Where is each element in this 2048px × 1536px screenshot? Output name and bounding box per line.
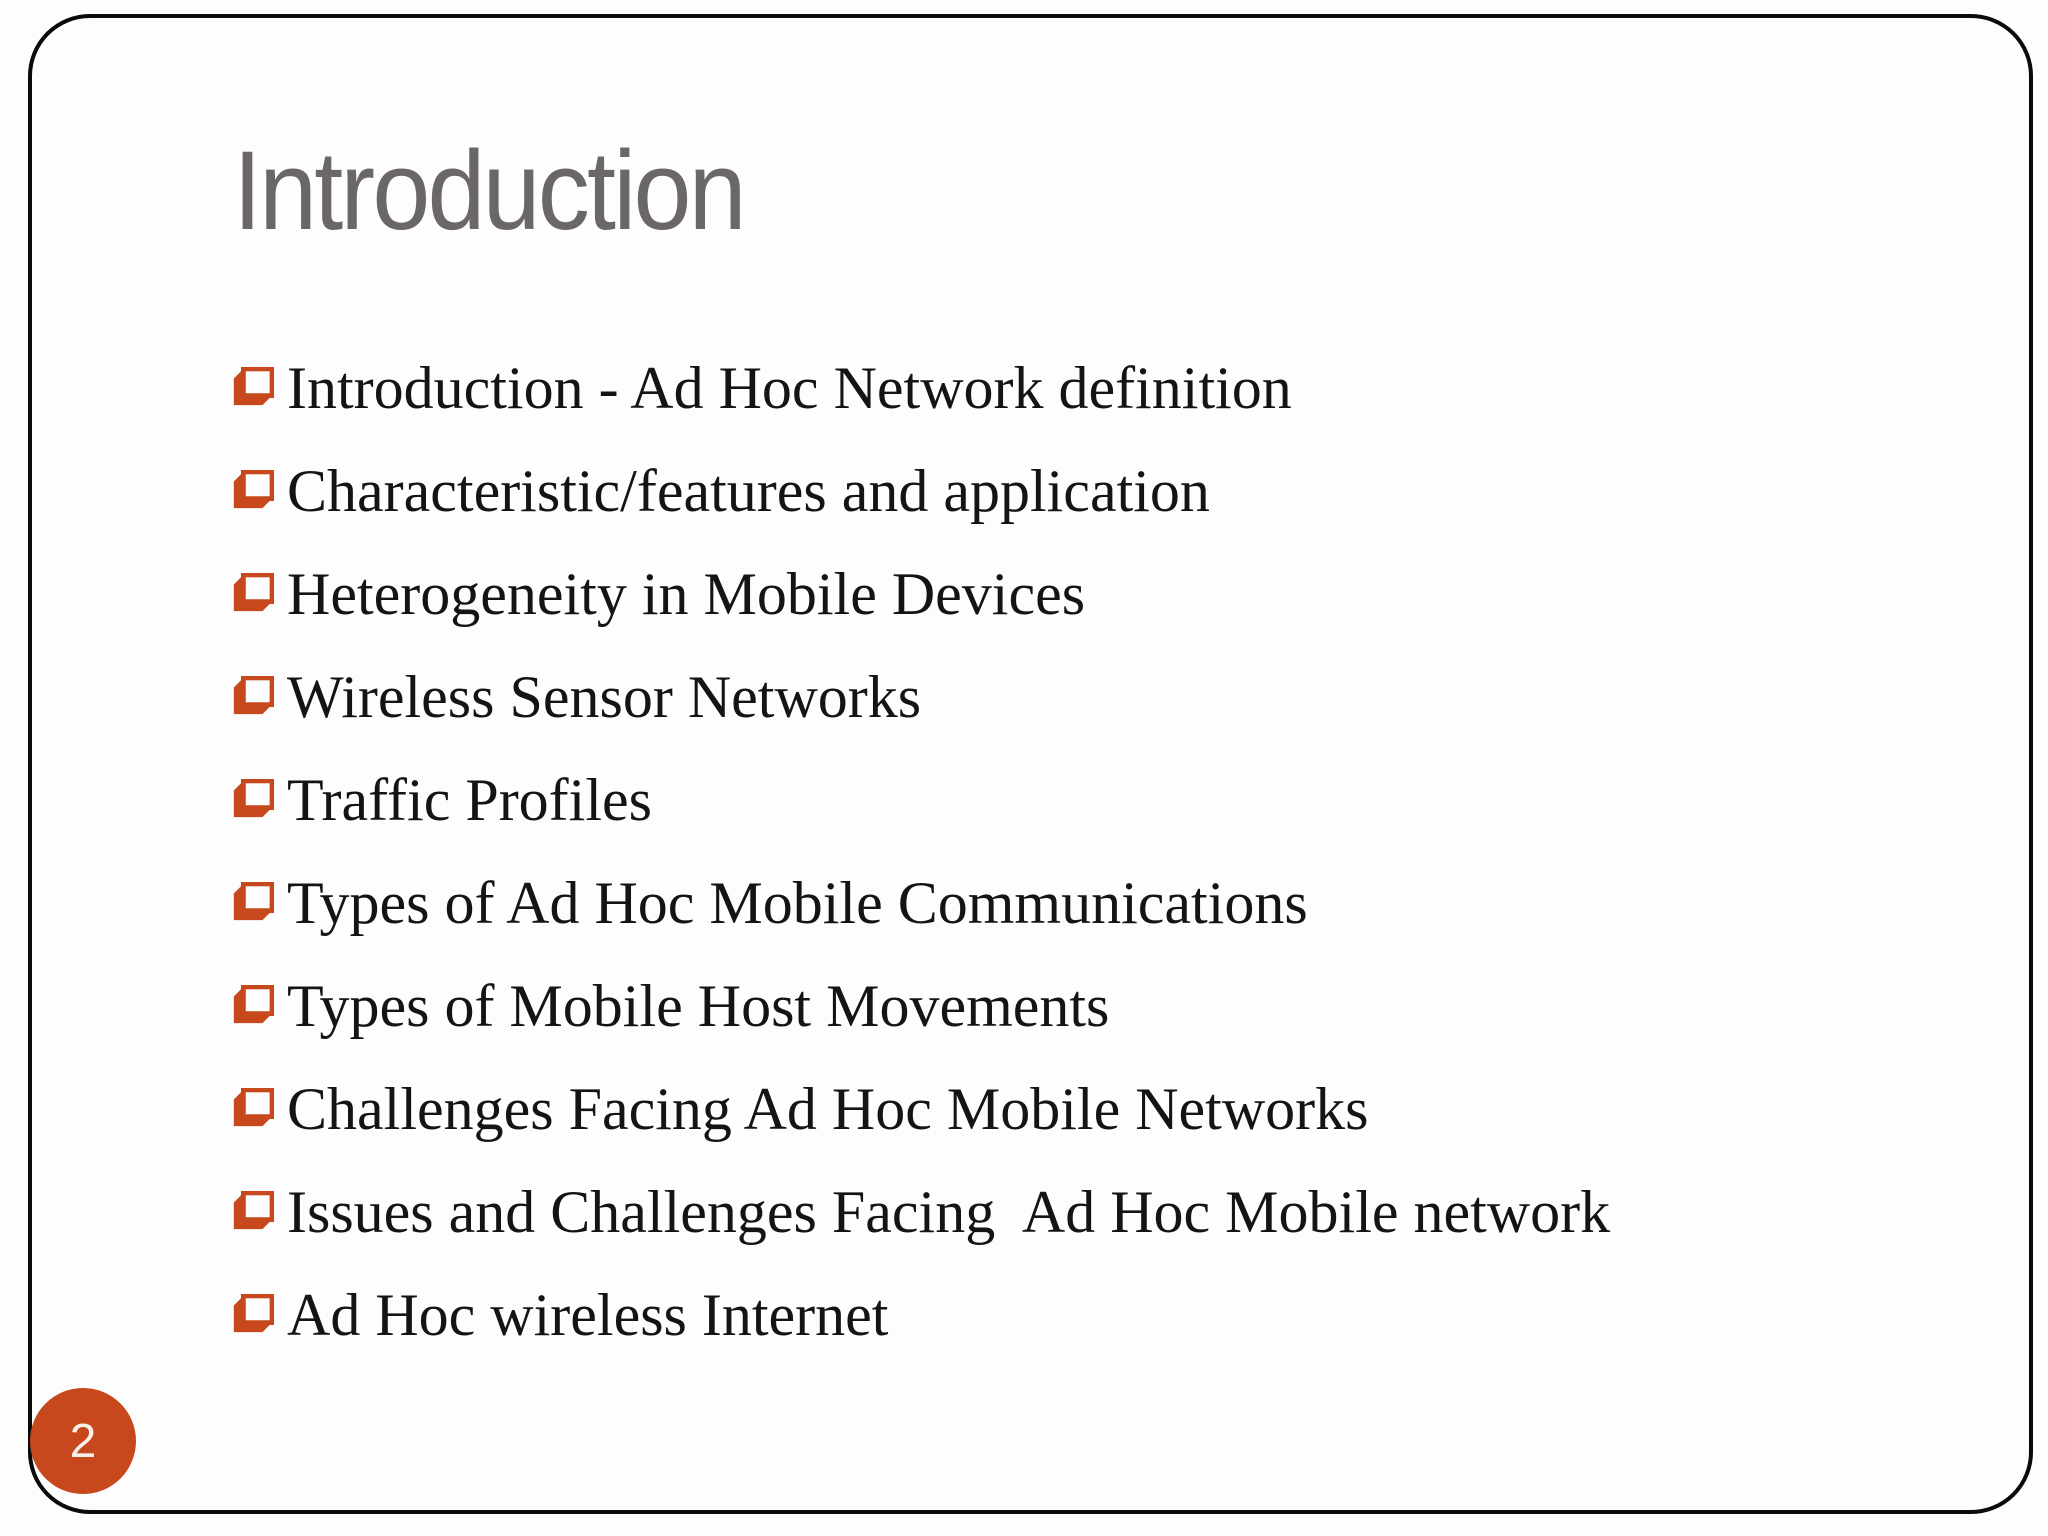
list-item-text: Challenges Facing Ad Hoc Mobile Networks	[287, 1075, 1369, 1142]
list-item: Introduction - Ad Hoc Network definition	[228, 336, 1610, 439]
list-item-text: Ad Hoc wireless Internet	[287, 1281, 889, 1348]
shadowed-square-checkbox-icon	[228, 778, 274, 821]
list-item: Ad Hoc wireless Internet	[228, 1263, 1610, 1366]
shadowed-square-checkbox-icon	[228, 469, 274, 512]
list-item-text: Types of Mobile Host Movements	[287, 972, 1110, 1039]
list-item-text: Heterogeneity in Mobile Devices	[287, 560, 1086, 627]
list-item-text: Wireless Sensor Networks	[287, 663, 922, 730]
slide-border-frame	[28, 14, 2033, 1514]
page-number-badge: 2	[30, 1388, 136, 1494]
page-number: 2	[69, 1414, 97, 1468]
shadowed-square-checkbox-icon	[228, 572, 274, 615]
slide-title: Introduction	[233, 128, 747, 253]
shadowed-square-checkbox-icon	[228, 675, 274, 718]
list-item: Traffic Profiles	[228, 748, 1610, 851]
list-item: Characteristic/features and application	[228, 439, 1610, 542]
list-item: Issues and Challenges Facing Ad Hoc Mobi…	[228, 1160, 1610, 1263]
list-item-text: Characteristic/features and application	[287, 457, 1210, 524]
bullet-list: Introduction - Ad Hoc Network definition…	[228, 336, 1610, 1366]
list-item-text: Issues and Challenges Facing Ad Hoc Mobi…	[287, 1178, 1611, 1245]
shadowed-square-checkbox-icon	[228, 1190, 274, 1233]
shadowed-square-checkbox-icon	[228, 881, 274, 924]
list-item: Types of Ad Hoc Mobile Communications	[228, 851, 1610, 954]
list-item-text: Types of Ad Hoc Mobile Communications	[287, 869, 1308, 936]
shadowed-square-checkbox-icon	[228, 984, 274, 1027]
list-item: Types of Mobile Host Movements	[228, 954, 1610, 1057]
shadowed-square-checkbox-icon	[228, 1087, 274, 1130]
list-item: Wireless Sensor Networks	[228, 645, 1610, 748]
shadowed-square-checkbox-icon	[228, 1293, 274, 1336]
list-item-text: Introduction - Ad Hoc Network definition	[287, 354, 1292, 421]
shadowed-square-checkbox-icon	[228, 366, 274, 409]
list-item-text: Traffic Profiles	[287, 766, 652, 833]
list-item: Challenges Facing Ad Hoc Mobile Networks	[228, 1057, 1610, 1160]
list-item: Heterogeneity in Mobile Devices	[228, 542, 1610, 645]
